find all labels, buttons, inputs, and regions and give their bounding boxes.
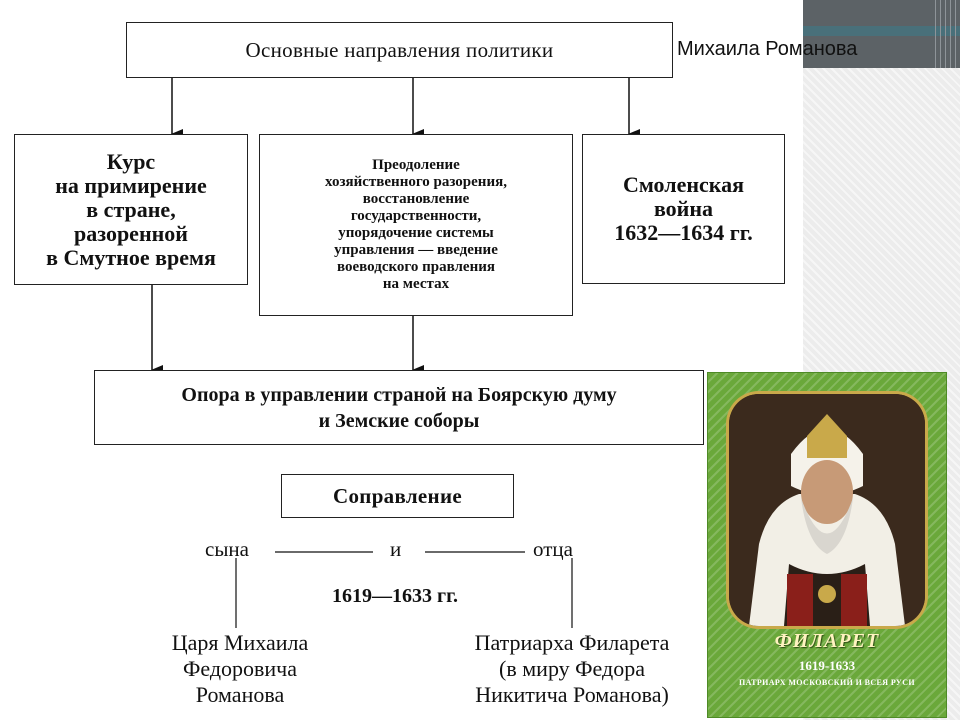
patriarch-block: Патриарха Филарета (в миру Федора Никити…	[437, 630, 707, 708]
direction-line: хозяйственного разорения,	[325, 174, 507, 190]
direction-line: разоренной	[74, 220, 188, 246]
direction-line: в стране,	[86, 196, 176, 222]
corule-years: 1619—1633 гг.	[332, 585, 458, 607]
direction-line: государственности,	[350, 208, 482, 224]
support-line: Опора в управлении страной на Боярскую д…	[181, 383, 617, 406]
patriarch-line: Патриарха Филарета	[474, 630, 670, 655]
portrait-years: 1619-1633	[798, 658, 856, 673]
portrait-name: ФИЛАРЕТ	[774, 630, 880, 652]
main-directions-text: Основные направления политики	[245, 37, 554, 62]
tsar-block: Царя Михаила Федоровича Романова	[122, 630, 358, 708]
direction-line: упорядочение системы	[338, 225, 494, 241]
direction-line: в Смутное время	[46, 244, 216, 270]
father-label: отца	[533, 537, 573, 561]
direction-line: Преодоление	[372, 157, 460, 173]
patriarch-line: (в миру Федора	[499, 656, 645, 681]
header-note: Михаила Романова	[677, 38, 858, 60]
direction-line: война	[653, 196, 714, 221]
direction-box-smolensk-war: Смоленская война 1632—1634 гг.	[582, 134, 785, 284]
direction-line: на местах	[382, 276, 450, 292]
slide-corner-lines	[935, 0, 960, 68]
patriarch-line: Никитича Романова)	[475, 682, 669, 707]
support-line: и Земские соборы	[318, 409, 480, 432]
direction-line: восстановление	[362, 191, 470, 207]
direction-line: Смоленская	[622, 172, 745, 197]
portrait-image	[729, 394, 925, 626]
tsar-line: Федоровича	[182, 656, 298, 681]
support-box: Опора в управлении страной на Боярскую д…	[94, 370, 704, 445]
corule-box: Соправление	[281, 474, 514, 518]
direction-box-reconciliation: Курс на примирение в стране, разоренной …	[14, 134, 248, 285]
direction-line: Курс	[106, 148, 156, 174]
direction-box-recovery: Преодоление хозяйственного разорения, во…	[259, 134, 573, 316]
filaret-portrait-card: ФИЛАРЕТ 1619-1633 ПАТРИАРХ МОСКОВСКИЙ И …	[707, 372, 947, 718]
main-directions-box: Основные направления политики	[126, 22, 673, 78]
corule-text: Соправление	[333, 483, 462, 508]
portrait-title: ПАТРИАРХ МОСКОВСКИЙ И ВСЕЯ РУСИ	[739, 678, 915, 687]
son-label: сына	[205, 537, 249, 561]
direction-line: управления — введение	[334, 242, 498, 258]
direction-line: 1632—1634 гг.	[614, 220, 753, 245]
slide-corner-accent	[803, 26, 960, 36]
tsar-line: Царя Михаила	[171, 630, 309, 655]
and-label: и	[390, 537, 402, 561]
direction-line: на примирение	[55, 172, 207, 198]
tsar-line: Романова	[195, 682, 285, 707]
direction-line: воеводского правления	[337, 259, 495, 275]
patriarch-figure-icon	[729, 394, 925, 626]
